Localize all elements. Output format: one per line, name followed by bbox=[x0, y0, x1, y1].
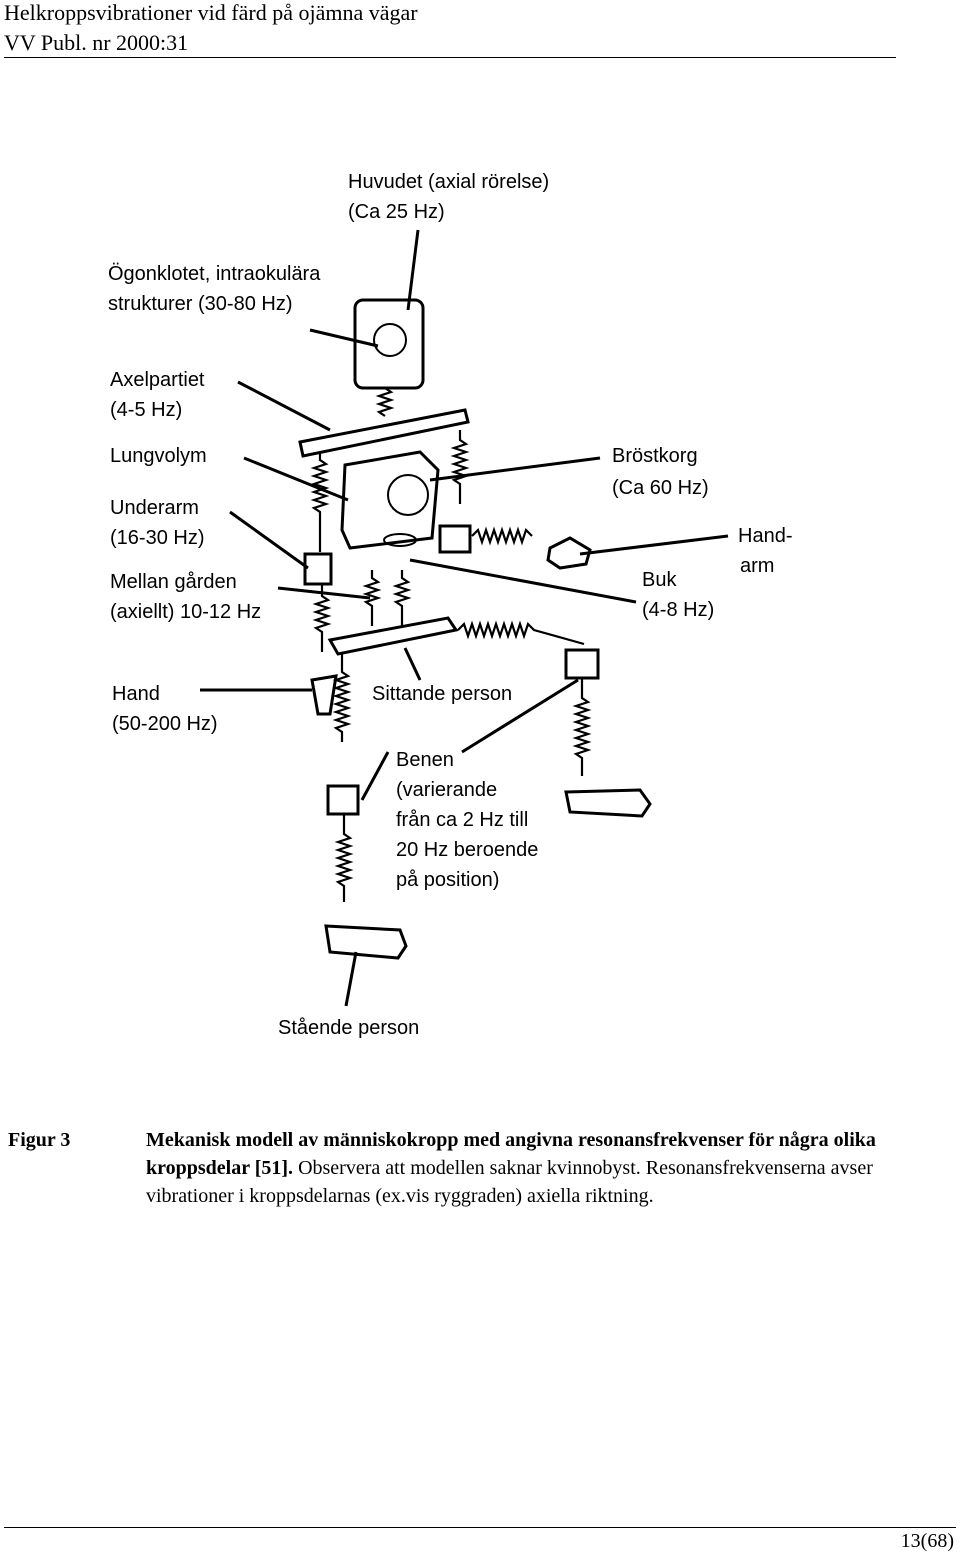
leader-abdomen bbox=[409, 558, 637, 604]
label-chest-frequency: (Ca 60 Hz) bbox=[612, 477, 709, 499]
label-diaphragm-frequency: (axiellt) 10-12 Hz bbox=[110, 601, 261, 623]
foot-mass-standing bbox=[324, 924, 408, 960]
label-abdomen: Buk bbox=[642, 569, 677, 591]
mechanical-model-diagram: Huvudet (axial rörelse) (Ca 25 Hz) Ögonk… bbox=[108, 171, 792, 1039]
running-header-title: Helkroppsvibrationer vid färd på ojämna … bbox=[4, 0, 418, 25]
label-forearm-frequency: (16-30 Hz) bbox=[110, 527, 204, 549]
abdomen-spring-2 bbox=[392, 570, 412, 626]
leader-head bbox=[406, 229, 420, 311]
caption-text: Mekanisk modell av människokropp med ang… bbox=[146, 1126, 906, 1210]
label-legs-2: (varierande bbox=[396, 779, 497, 801]
leader-chest bbox=[429, 456, 601, 482]
leader-shoulder bbox=[237, 380, 331, 432]
label-standing-person: Stående person bbox=[278, 1017, 419, 1039]
leader-legs-standing bbox=[360, 751, 390, 801]
upper-arm-spring-right bbox=[450, 430, 470, 504]
label-hand: Hand bbox=[112, 683, 160, 705]
label-handarm: Hand- bbox=[738, 525, 792, 547]
label-hand-frequency: (50-200 Hz) bbox=[112, 713, 218, 735]
label-shoulder: Axelpartiet bbox=[110, 369, 205, 391]
label-legs: Benen bbox=[396, 749, 454, 771]
figure-number: Figur 3 bbox=[8, 1129, 71, 1151]
eyeball-mass bbox=[373, 323, 407, 357]
label-abdomen-frequency: (4-8 Hz) bbox=[642, 599, 714, 621]
header-rule bbox=[4, 57, 896, 58]
label-eyeball-frequency: strukturer (30-80 Hz) bbox=[108, 293, 293, 315]
shin-spring-seated bbox=[572, 678, 592, 776]
label-head: Huvudet (axial rörelse) bbox=[348, 171, 549, 193]
page-number: 13(68) bbox=[900, 1530, 954, 1552]
label-diaphragm: Mellan gården bbox=[110, 571, 237, 593]
chest-mass bbox=[340, 450, 440, 550]
label-head-frequency: (Ca 25 Hz) bbox=[348, 201, 445, 223]
knee-mass-standing bbox=[326, 784, 360, 816]
leader-handarm bbox=[579, 534, 729, 556]
forearm-mass-right bbox=[438, 524, 472, 554]
thigh-spring-seated bbox=[457, 620, 585, 646]
neck-spring bbox=[375, 387, 395, 417]
leader-seated bbox=[403, 647, 422, 681]
foot-mass-seated bbox=[564, 788, 652, 818]
hand-arm-spring-left bbox=[312, 584, 332, 652]
head-mass bbox=[353, 298, 425, 390]
upper-arm-spring-left bbox=[310, 452, 330, 552]
leader-lung bbox=[243, 456, 349, 502]
label-legs-3: från ca 2 Hz till bbox=[396, 809, 528, 831]
leader-eye bbox=[309, 328, 379, 348]
caption-bold-text: Mekanisk modell av människokropp med ang… bbox=[146, 1129, 876, 1179]
label-forearm: Underarm bbox=[110, 497, 199, 519]
hand-mass-left bbox=[310, 674, 338, 716]
hand-mass-right bbox=[546, 536, 592, 570]
caption-normal-text: Observera att modellen saknar kvinnobyst… bbox=[146, 1157, 873, 1207]
pelvis-mass bbox=[327, 616, 459, 656]
lung-mass bbox=[387, 474, 429, 516]
leader-diaphragm bbox=[277, 586, 371, 600]
label-shoulder-frequency: (4-5 Hz) bbox=[110, 399, 182, 421]
leader-legs-seated bbox=[461, 678, 579, 754]
label-seated-person: Sittande person bbox=[372, 683, 512, 705]
shin-spring-standing bbox=[334, 814, 354, 902]
leader-standing bbox=[344, 951, 358, 1007]
abdomen-spring bbox=[362, 570, 382, 626]
footer-rule bbox=[4, 1527, 956, 1528]
knee-mass-seated bbox=[564, 648, 600, 680]
label-legs-4: 20 Hz beroende bbox=[396, 839, 538, 861]
label-chest: Bröstkorg bbox=[612, 445, 698, 467]
diaphragm-mass bbox=[383, 533, 417, 547]
leader-forearm bbox=[229, 510, 309, 570]
label-eyeball: Ögonklotet, intraokulära bbox=[108, 263, 321, 285]
body-vibration-model-figure: Huvudet (axial rörelse) (Ca 25 Hz) Ögonk… bbox=[0, 140, 960, 1060]
forearm-spring-right bbox=[471, 526, 533, 546]
label-legs-5: på position) bbox=[396, 869, 499, 891]
forearm-mass-left bbox=[303, 552, 333, 586]
running-header-publication: VV Publ. nr 2000:31 bbox=[4, 30, 189, 55]
thigh-spring-standing bbox=[332, 654, 352, 742]
label-handarm-2: arm bbox=[740, 555, 774, 577]
shoulder-mass bbox=[298, 408, 470, 458]
label-lung: Lungvolym bbox=[110, 445, 207, 467]
